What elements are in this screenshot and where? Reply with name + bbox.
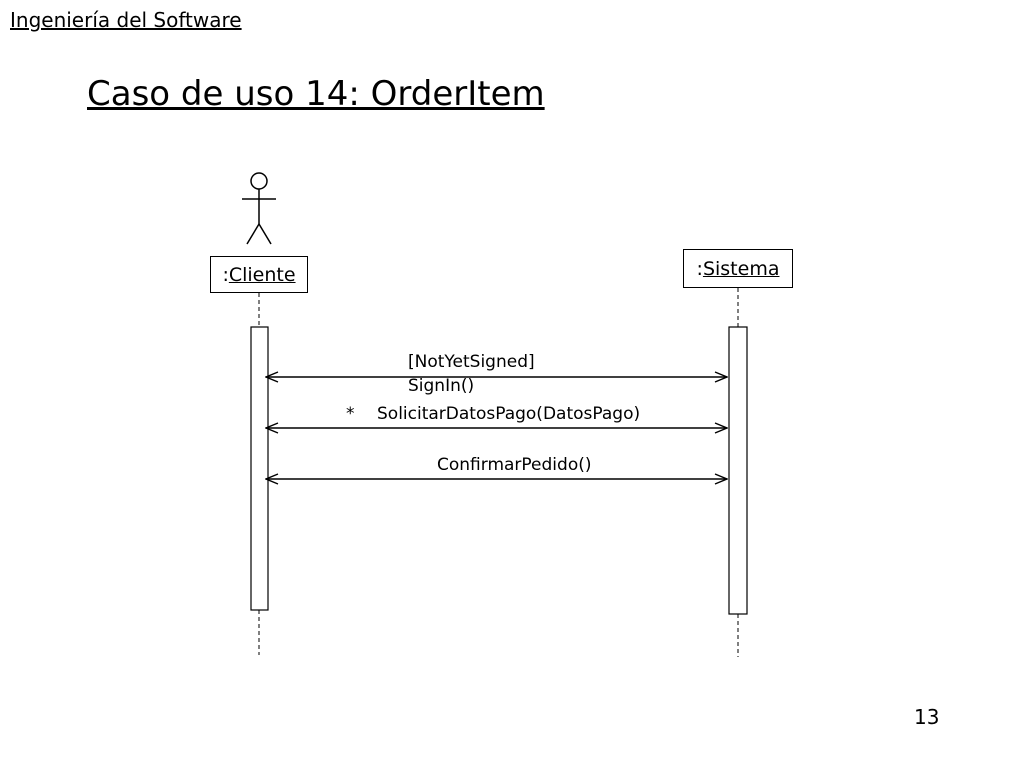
signin-label: SignIn() <box>408 376 475 396</box>
cliente-prefix: : <box>222 263 229 286</box>
sistema-prefix: : <box>696 257 703 280</box>
actor-icon <box>242 172 276 245</box>
sistema-name: Sistema <box>702 257 780 280</box>
solicitar-label: SolicitarDatosPago(DatosPago) <box>377 404 641 424</box>
cliente-activation-bar <box>250 326 269 611</box>
cliente-name: Cliente <box>228 263 296 286</box>
cliente-object-box: :Cliente <box>210 256 308 293</box>
solicitar-iteration-marker: * <box>346 404 355 424</box>
sistema-object-box: :Sistema <box>683 249 793 288</box>
slide-title: Caso de uso 14: OrderItem <box>87 74 545 114</box>
signin-guard: [NotYetSigned] <box>408 352 535 372</box>
sistema-activation-bar <box>728 326 748 615</box>
confirmar-label: ConfirmarPedido() <box>437 455 592 475</box>
course-title: Ingeniería del Software <box>10 8 242 32</box>
page-number: 13 <box>914 705 940 729</box>
